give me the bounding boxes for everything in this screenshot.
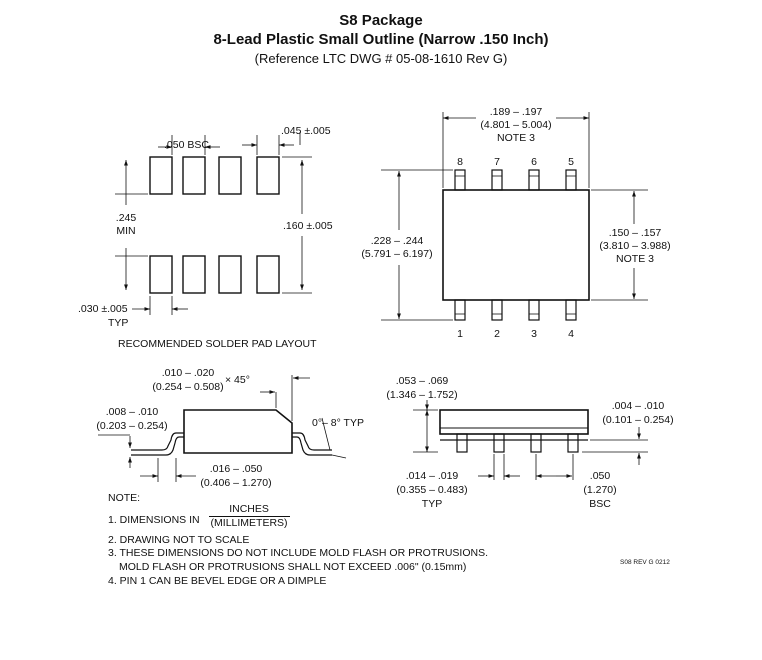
svg-text:2: 2: [494, 328, 500, 340]
note-1: 1. DIMENSIONS IN INCHES (MILLIMETERS): [108, 502, 290, 530]
lead-top: [565, 169, 577, 191]
body-width-note-label: NOTE 3: [616, 253, 654, 265]
body-width-inch-label: .150 – .157: [609, 227, 662, 239]
chamfer-mm-label: (0.254 – 0.508): [152, 381, 223, 393]
solder-pad: [218, 156, 242, 195]
chamfer-inch-label: .010 – .020: [162, 367, 215, 379]
svg-text:8: 8: [457, 156, 463, 168]
note-3a: 3. THESE DIMENSIONS DO NOT INCLUDE MOLD …: [108, 547, 489, 560]
lead-end: [567, 433, 579, 453]
lead-bottom: [528, 299, 540, 321]
svg-text:6: 6: [531, 156, 537, 168]
lead-top: [454, 169, 466, 191]
standoff-inch-label: .004 – .010: [612, 400, 665, 412]
package-title: S8 Package: [339, 12, 423, 29]
lead-bottom: [565, 299, 577, 321]
lead-pitch-mm-label: (1.270): [583, 484, 616, 496]
lead-top: [528, 169, 540, 191]
pad-span-label: .245: [116, 212, 137, 224]
pad-span-min-label: MIN: [116, 225, 135, 237]
pad-width-label: .045 ±.005: [281, 125, 331, 137]
foot-angle-label: 0°– 8° TYP: [312, 417, 364, 429]
lead-width-inch-label: .014 – .019: [406, 470, 459, 482]
lead-bottom: [491, 299, 503, 321]
solder-pad: [182, 255, 206, 294]
pad-layout-caption: RECOMMENDED SOLDER PAD LAYOUT: [118, 338, 317, 350]
pad-gap-label: .030 ±.005: [78, 303, 128, 315]
lead-width-mm-label: (0.355 – 0.483): [396, 484, 467, 496]
lead-bottom: [454, 299, 466, 321]
lead-end: [456, 433, 468, 453]
drawing-notes: NOTE: 1. DIMENSIONS IN INCHES (MILLIMETE…: [108, 492, 488, 588]
chamfer-angle-label: × 45°: [225, 374, 250, 386]
top-view: [381, 112, 648, 321]
lead-width-typ-label: TYP: [422, 498, 442, 510]
pin-numbers-top: 8 7 6 5: [457, 156, 574, 168]
length-mm-label: (4.801 – 5.004): [480, 119, 551, 131]
inches-mm-fraction: INCHES (MILLIMETERS): [208, 502, 290, 530]
svg-text:4: 4: [568, 328, 574, 340]
lead-thickness-inch-label: .008 – .010: [106, 406, 159, 418]
revision-code: S08 REV G 0212: [620, 559, 670, 566]
package-body-side: [183, 409, 293, 454]
lead-thickness-mm-label: (0.203 – 0.254): [96, 420, 167, 432]
standoff-mm-label: (0.101 – 0.254): [602, 414, 673, 426]
drawing-reference: (Reference LTC DWG # 05-08-1610 Rev G): [254, 51, 508, 66]
solder-pad-layout: [149, 156, 280, 294]
solder-pad: [256, 156, 280, 195]
lead-end: [530, 433, 542, 453]
notes-heading: NOTE:: [108, 492, 141, 504]
length-note-label: NOTE 3: [497, 132, 535, 144]
pad-pitch-label: .050 BSC: [164, 139, 209, 151]
foot-length-mm-label: (0.406 – 1.270): [200, 477, 271, 489]
pad-length-label: .160 ±.005: [283, 220, 333, 232]
side-view: [98, 375, 347, 482]
pin-numbers-bottom: 1 2 3 4: [457, 328, 574, 340]
overall-width-inch-label: .228 – .244: [371, 235, 424, 247]
note-4: 4. PIN 1 CAN BE BEVEL EDGE OR A DIMPLE: [108, 574, 327, 587]
length-inch-label: .189 – .197: [490, 106, 543, 118]
package-body-top: [442, 189, 590, 301]
svg-text:5: 5: [568, 156, 574, 168]
end-view: [413, 400, 648, 480]
package-body-end: [439, 409, 589, 435]
overall-width-mm-label: (5.791 – 6.197): [361, 248, 432, 260]
lead-pitch-inch-label: .050: [590, 470, 611, 482]
lead-top: [491, 169, 503, 191]
svg-text:1: 1: [457, 328, 463, 340]
svg-text:3: 3: [531, 328, 537, 340]
foot-length-inch-label: .016 – .050: [210, 463, 263, 475]
package-subtitle: 8-Lead Plastic Small Outline (Narrow .15…: [213, 31, 549, 48]
solder-pad: [256, 255, 280, 294]
height-inch-label: .053 – .069: [396, 375, 449, 387]
pad-gap-typ-label: TYP: [108, 317, 128, 329]
note-2: 2. DRAWING NOT TO SCALE: [108, 533, 250, 546]
note-3b: MOLD FLASH OR PROTRUSIONS SHALL NOT EXCE…: [119, 560, 467, 573]
solder-pad: [182, 156, 206, 195]
solder-pad: [149, 255, 173, 294]
solder-pad: [149, 156, 173, 195]
solder-pad: [218, 255, 242, 294]
height-mm-label: (1.346 – 1.752): [386, 389, 457, 401]
svg-text:7: 7: [494, 156, 500, 168]
body-width-mm-label: (3.810 – 3.988): [599, 240, 670, 252]
lead-pitch-bsc-label: BSC: [589, 498, 611, 510]
lead-end: [493, 433, 505, 453]
